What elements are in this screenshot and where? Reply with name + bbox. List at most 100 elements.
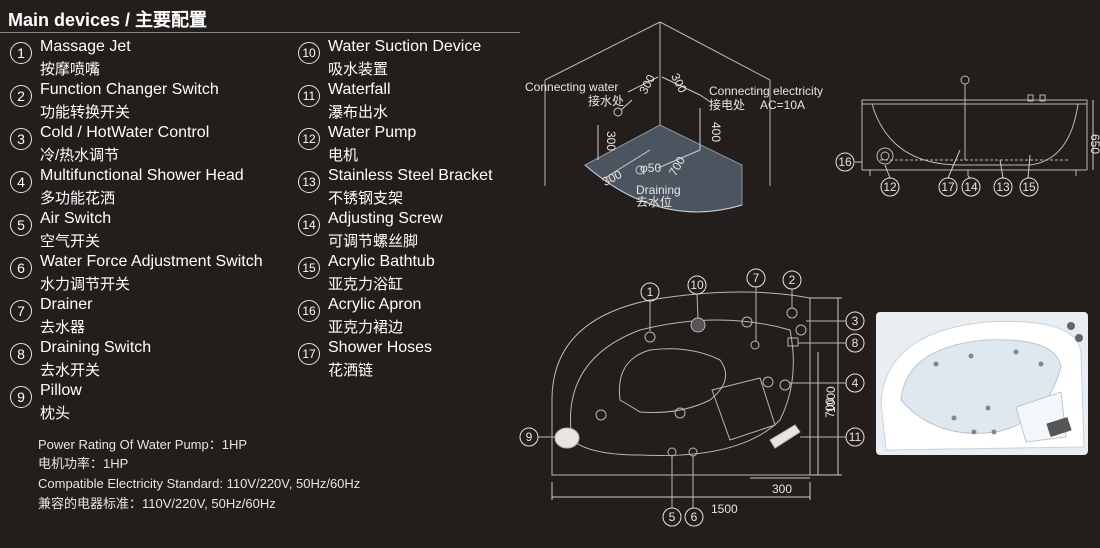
waterfall-icon <box>769 424 801 449</box>
pillow-icon <box>554 427 580 449</box>
callout-number: 16 <box>838 155 852 169</box>
dim-line <box>661 76 701 96</box>
corner-elec-spec: AC=10A <box>760 98 805 112</box>
callout-number: 4 <box>852 376 859 390</box>
callout-circle <box>880 177 900 197</box>
callout-circle <box>640 282 660 302</box>
legend-item: 3 Cold / HotWater Control 冷/热水调节 <box>10 124 300 168</box>
callout-circle <box>845 333 865 353</box>
corner-drain-en: Draining <box>636 183 681 197</box>
legend-number: 9 <box>10 386 32 408</box>
legend-item: 12 Water Pump 电机 <box>298 124 588 168</box>
legend-cn: 冷/热水调节 <box>40 147 120 164</box>
legend-cn: 按摩喷嘴 <box>40 61 101 78</box>
callout-number: 13 <box>996 180 1010 194</box>
legend-en: Water Pump <box>328 124 417 141</box>
callout-number: 6 <box>691 510 698 524</box>
corner-elec-en: Connecting electricity <box>709 84 823 98</box>
corner-installation-diagram <box>544 21 771 213</box>
leader-line <box>884 164 891 179</box>
legend-cn: 吸水装置 <box>328 61 389 78</box>
legend-en: Waterfall <box>328 81 391 98</box>
callout-number: 7 <box>753 271 760 285</box>
legend-cn: 功能转换开关 <box>40 104 131 121</box>
legend-cn: 不锈钢支架 <box>328 190 404 207</box>
callout-circle <box>782 270 802 290</box>
legend-item: 2 Function Changer Switch 功能转换开关 <box>10 81 300 125</box>
legend-en: Air Switch <box>40 210 112 227</box>
legend-en: Massage Jet <box>40 38 131 55</box>
corner-elec-cn: 接电处 <box>709 97 745 112</box>
legend-number: 4 <box>10 171 32 193</box>
callout-number: 12 <box>883 180 897 194</box>
dim-label: 300 <box>604 131 618 151</box>
legend-number: 13 <box>298 171 320 193</box>
leader-line <box>699 94 713 104</box>
legend-cn: 多功能花洒 <box>40 190 116 207</box>
bathtub-photo-illustration <box>876 312 1088 455</box>
spec-elec-cn: 兼容的电器标准：110V/220V, 50Hz/60Hz <box>38 496 276 511</box>
faucet-icon <box>1039 94 1046 102</box>
legend-cn: 去水开关 <box>40 362 101 379</box>
top-callouts: 1 10 7 2 3 8 4 11 9 5 6 <box>519 268 865 527</box>
tub-inner <box>569 319 794 457</box>
callout-number: 15 <box>1022 180 1036 194</box>
shower-head-icon <box>779 379 791 391</box>
legend-en: Water Force Adjustment Switch <box>40 253 263 270</box>
callout-circle <box>845 427 865 447</box>
legend-cn: 水力调节开关 <box>40 276 131 293</box>
air-switch-icon <box>667 447 677 457</box>
legend-cn: 亚克力裙边 <box>328 319 404 336</box>
dim-line <box>604 149 651 179</box>
legend-number: 3 <box>10 128 32 150</box>
legend-number: 11 <box>298 85 320 107</box>
legend-cn: 花洒链 <box>328 362 374 379</box>
callout-number: 2 <box>789 273 796 287</box>
callout-number: 8 <box>852 336 859 350</box>
spec-power-en: Power Rating Of Water Pump：1HP <box>38 437 248 452</box>
drain-point <box>635 165 645 175</box>
callout-circle <box>993 177 1013 197</box>
callout-circle <box>1019 177 1039 197</box>
callout-circle <box>845 311 865 331</box>
callout-circle <box>961 177 981 197</box>
corner-water-en: Connecting water <box>525 80 618 94</box>
callout-circle <box>746 268 766 288</box>
legend-en: Acrylic Apron <box>328 296 422 313</box>
legend-item: 9 Pillow 枕头 <box>10 382 300 426</box>
title-divider <box>0 32 520 33</box>
legend-item: 5 Air Switch 空气开关 <box>10 210 300 254</box>
legend-item: 8 Draining Switch 去水开关 <box>10 339 300 383</box>
leader-line <box>620 99 633 111</box>
wall-top-right <box>659 21 771 81</box>
faucet-icon <box>1027 94 1034 102</box>
water-connection-point <box>613 107 623 117</box>
legend-cn: 电机 <box>328 147 359 164</box>
legend-item: 17 Shower Hoses 花洒链 <box>298 339 588 383</box>
tub-step <box>711 377 776 441</box>
dim-label: 300 <box>636 72 658 97</box>
legend-item: 16 Acrylic Apron 亚克力裙边 <box>298 296 588 340</box>
callout-number: 11 <box>849 430 862 444</box>
water-control-icon <box>795 324 807 336</box>
legend-item: 14 Adjusting Screw 可调节螺丝脚 <box>298 210 588 254</box>
jet-icon <box>762 376 774 388</box>
wall-top-left <box>544 21 661 81</box>
legend-en: Cold / HotWater Control <box>40 124 210 141</box>
callout-number: 10 <box>690 278 704 292</box>
callout-circle <box>938 177 958 197</box>
function-switch-icon <box>786 307 798 319</box>
callout-circle <box>687 275 707 295</box>
drainer-icon <box>750 340 760 350</box>
corner-drain-cn: 去水位 <box>636 194 672 209</box>
callout-number: 3 <box>852 314 859 328</box>
tub-inner-seat <box>618 348 727 413</box>
legend-number: 1 <box>10 42 32 64</box>
top-width-label: 1500 <box>711 502 738 516</box>
legend-item: 11 Waterfall 瀑布出水 <box>298 81 588 125</box>
leader-line <box>1027 154 1031 179</box>
tub-outline <box>551 291 811 476</box>
suction-device-icon <box>690 317 706 333</box>
legend-number: 5 <box>10 214 32 236</box>
